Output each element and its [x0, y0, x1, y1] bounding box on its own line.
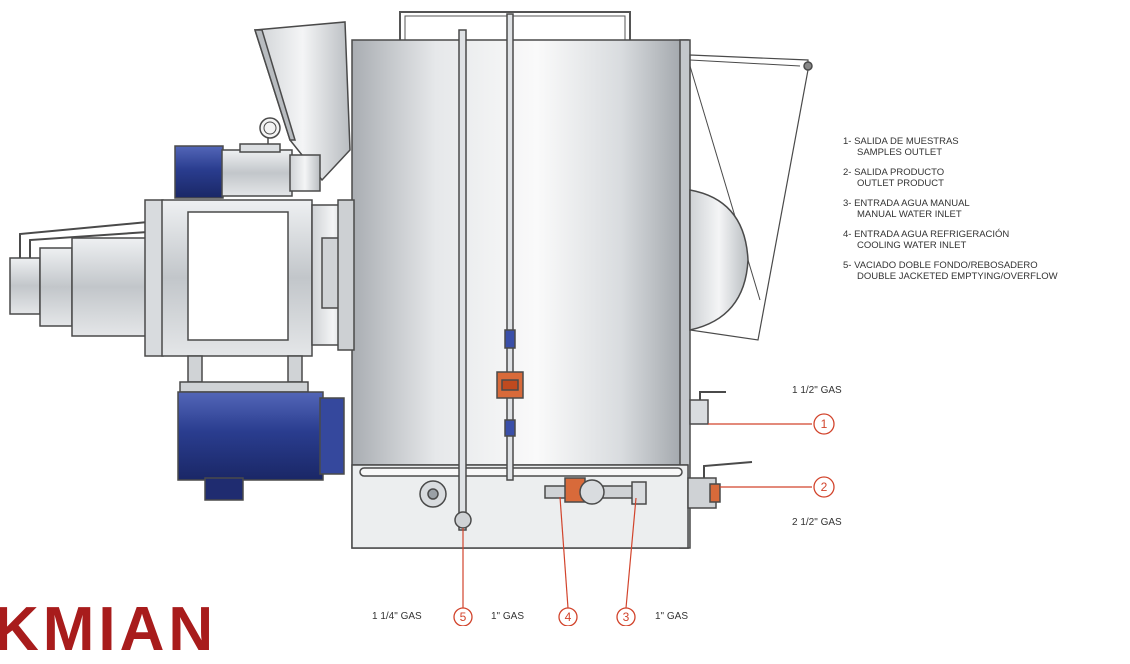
callout-4-number: 4 — [565, 610, 572, 624]
size-label-1: 1 1/2" GAS — [792, 385, 842, 396]
legend-item-es: 4- ENTRADA AGUA REFRIGERACIÓN — [843, 229, 1010, 240]
legend-item-es: 2- SALIDA PRODUCTO — [843, 167, 945, 178]
size-label-3: 1" GAS — [655, 611, 689, 622]
left-drive-unit — [9, 199, 355, 357]
legend-item-en: SAMPLES OUTLET — [857, 146, 942, 158]
legend-item-en: OUTLET PRODUCT — [857, 177, 944, 189]
legend-item-es: 3- ENTRADA AGUA MANUAL — [843, 198, 970, 209]
callout-1: 1 — [813, 413, 835, 435]
machine-drawing: 1 2 5 4 3 — [9, 11, 835, 627]
right-fittings — [687, 391, 753, 509]
upper-motor — [174, 117, 321, 199]
main-drum — [337, 39, 691, 549]
legend-item: 3- ENTRADA AGUA MANUAL MANUAL WATER INLE… — [843, 198, 1058, 220]
legend-item-en: MANUAL WATER INLET — [857, 208, 962, 220]
legend-item-en: DOUBLE JACKETED EMPTYING/OVERFLOW — [857, 270, 1058, 282]
legend-item: 2- SALIDA PRODUCTO OUTLET PRODUCT — [843, 167, 1058, 189]
callout-5-number: 5 — [460, 610, 467, 624]
legend-item: 1- SALIDA DE MUESTRAS SAMPLES OUTLET — [843, 136, 1058, 158]
callout-4: 4 — [558, 607, 578, 627]
top-frame — [399, 11, 631, 40]
callout-leaders — [462, 423, 812, 609]
size-label-2: 2 1/2" GAS — [792, 517, 842, 528]
size-label-4: 1" GAS — [491, 611, 525, 622]
side-hood — [689, 54, 813, 341]
callout-1-number: 1 — [821, 417, 828, 431]
callout-5: 5 — [453, 607, 473, 627]
callout-2: 2 — [813, 476, 835, 498]
legend: 1- SALIDA DE MUESTRAS SAMPLES OUTLET 2- … — [843, 136, 1058, 292]
callout-2-number: 2 — [821, 480, 828, 494]
brand-logo: KMIAN — [0, 595, 218, 664]
callout-3: 3 — [616, 607, 636, 627]
callout-3-number: 3 — [623, 610, 630, 624]
hopper — [253, 21, 351, 182]
legend-item-es: 1- SALIDA DE MUESTRAS — [843, 136, 959, 147]
legend-item-es: 5- VACIADO DOBLE FONDO/REBOSADERO — [843, 260, 1038, 271]
lower-motor — [177, 355, 345, 501]
size-label-5: 1 1/4" GAS — [372, 611, 422, 622]
legend-item: 4- ENTRADA AGUA REFRIGERACIÓN COOLING WA… — [843, 229, 1058, 251]
legend-item: 5- VACIADO DOBLE FONDO/REBOSADERO DOUBLE… — [843, 260, 1058, 282]
machine-diagram: 1 2 5 4 3 — [9, 11, 835, 627]
legend-item-en: COOLING WATER INLET — [857, 239, 967, 251]
bottom-fittings — [419, 477, 647, 508]
